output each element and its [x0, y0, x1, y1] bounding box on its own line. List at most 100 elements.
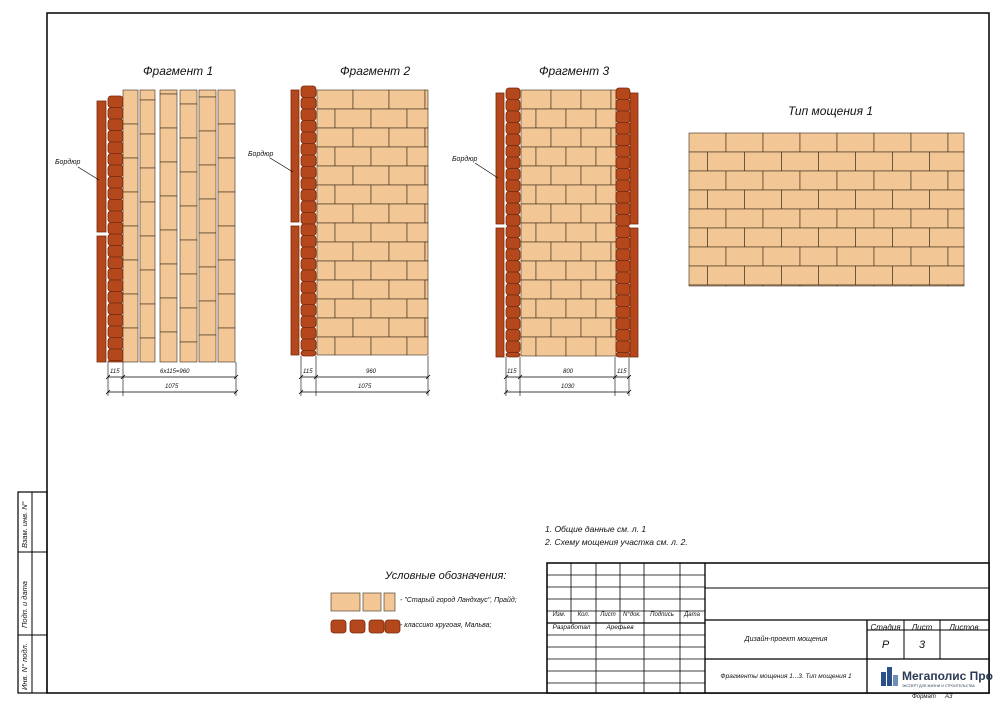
paver-tile — [424, 127, 429, 148]
fragment-1-drawing — [77, 89, 236, 363]
paver-tile — [550, 241, 582, 262]
paver-tile — [139, 303, 156, 339]
title-block-lines — [546, 562, 990, 694]
paver-tile — [610, 165, 617, 186]
paver-tile — [744, 151, 782, 172]
legend-title: Условные обозначения: — [385, 570, 507, 582]
paver-tile — [179, 89, 198, 105]
format-value: А3 — [945, 694, 953, 700]
dimension-tick — [105, 374, 111, 380]
paver-tile — [947, 208, 965, 229]
paver-tile — [565, 146, 597, 167]
border-stone — [505, 99, 521, 112]
paver-tile — [610, 203, 617, 224]
paver-tile — [316, 184, 336, 205]
company-name: Мегаполис Про — [902, 669, 993, 683]
paver-tile — [707, 189, 745, 210]
paver-tile — [595, 146, 617, 167]
paver-tile — [159, 263, 178, 299]
paver-tile — [179, 205, 198, 241]
border-stone — [505, 271, 521, 284]
paver-tile — [139, 99, 156, 135]
paver-tile — [198, 89, 217, 98]
border-stone — [505, 237, 521, 250]
paver-tile — [316, 165, 354, 186]
paver-tile — [334, 222, 372, 243]
paver-tile — [892, 265, 930, 286]
paver-tile — [352, 279, 390, 300]
dimension-tick — [233, 374, 239, 380]
paver-tile — [424, 165, 429, 186]
paver-tile — [799, 284, 838, 287]
paver-tile — [352, 317, 390, 338]
border-stone — [505, 352, 521, 358]
border-stone — [107, 130, 124, 143]
border-stone — [615, 283, 631, 296]
paver-tile — [725, 132, 764, 153]
border-stone — [300, 200, 317, 213]
border-stone — [300, 97, 317, 110]
border-stone — [300, 258, 317, 271]
paver-tile — [316, 127, 354, 148]
paver-tile — [688, 151, 708, 172]
paver-tile — [929, 265, 965, 286]
border-stone — [300, 131, 317, 144]
fragment-2-title: Фрагмент 2 — [340, 64, 411, 78]
paver-tile — [520, 222, 537, 243]
border-stone — [300, 154, 317, 167]
border-stone — [505, 214, 521, 227]
border-stone — [505, 283, 521, 296]
paver-tile — [316, 298, 336, 319]
border-stone — [615, 306, 631, 319]
legend-border-stone — [349, 619, 366, 634]
paver-tile — [762, 132, 801, 153]
border-stone — [615, 202, 631, 215]
paver-tile — [707, 151, 745, 172]
paver-tile — [520, 108, 537, 129]
paver-tile — [352, 89, 390, 110]
paver-tile — [159, 195, 178, 231]
paver-tile — [179, 137, 198, 173]
paver-tile — [781, 189, 819, 210]
paver-tile — [370, 184, 408, 205]
paver-tile — [179, 171, 198, 207]
paver-tile — [139, 133, 156, 169]
paver-tile — [595, 184, 617, 205]
paver-tile — [122, 157, 139, 193]
border-stone — [300, 292, 317, 305]
paver-tile — [159, 89, 178, 95]
border-stone — [107, 153, 124, 166]
paver-tile — [383, 592, 396, 612]
border-stone — [300, 108, 317, 121]
paver-tile — [179, 273, 198, 309]
border-stone — [107, 360, 124, 363]
border-stone — [615, 225, 631, 238]
tb-sheets-label: Листов — [949, 623, 979, 632]
dimension-tick — [298, 389, 304, 395]
paver-tile — [762, 170, 801, 191]
paver-tile — [836, 208, 875, 229]
paver-tile — [316, 317, 354, 338]
paver-tile — [217, 225, 236, 261]
curb-edging — [495, 227, 505, 358]
paver-tile — [947, 284, 965, 287]
paver-tile — [520, 317, 552, 338]
border-stone — [505, 225, 521, 238]
paver-tile — [818, 151, 856, 172]
border-stone — [615, 340, 631, 353]
paver-tile — [388, 165, 426, 186]
border-stone — [615, 248, 631, 261]
paver-tile — [565, 336, 597, 357]
border-stone — [505, 168, 521, 181]
paver-tile — [520, 279, 552, 300]
dimension-tick — [503, 389, 509, 395]
border-stone — [615, 352, 631, 358]
border-stone — [300, 223, 317, 236]
paver-tile — [370, 336, 408, 356]
paver-tile — [406, 222, 429, 243]
paver-tile — [198, 96, 217, 132]
company-logo-icon — [881, 667, 898, 686]
paver-tile — [836, 132, 875, 153]
paver-tile — [316, 146, 336, 167]
border-stone — [107, 256, 124, 269]
